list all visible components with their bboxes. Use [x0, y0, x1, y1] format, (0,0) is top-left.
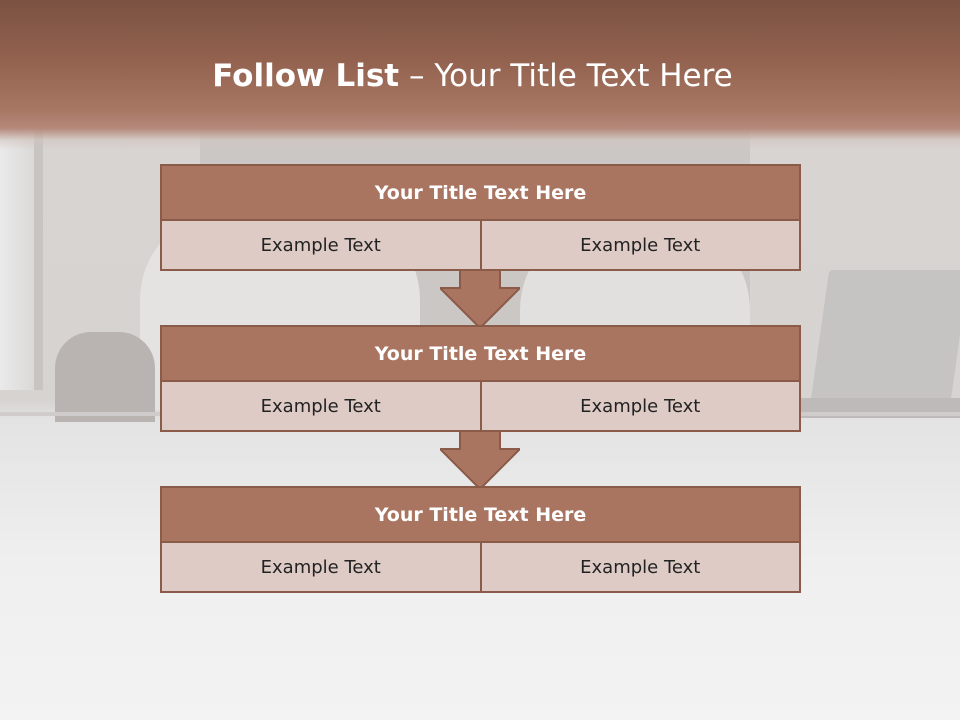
step-cell-right: Example Text — [481, 543, 801, 593]
step-title: Your Title Text Here — [160, 164, 801, 221]
laptop-icon — [810, 270, 960, 400]
step-cells: Example Text Example Text — [160, 543, 801, 593]
step-cell-left: Example Text — [160, 382, 482, 432]
slide-title: Follow List – Your Title Text Here — [0, 56, 945, 96]
flow-step-3: Your Title Text Here Example Text Exampl… — [160, 486, 801, 593]
step-cell-right: Example Text — [481, 221, 801, 271]
flow-step-2: Your Title Text Here Example Text Exampl… — [160, 325, 801, 432]
header-band — [0, 0, 960, 150]
slide-title-bold: Follow List — [212, 58, 400, 94]
down-arrow-icon — [440, 431, 520, 489]
step-cell-left: Example Text — [160, 543, 482, 593]
step-cell-right: Example Text — [481, 382, 801, 432]
chair — [55, 332, 155, 422]
step-cells: Example Text Example Text — [160, 221, 801, 271]
slide-title-rest: – Your Title Text Here — [399, 58, 733, 94]
flow-step-1: Your Title Text Here Example Text Exampl… — [160, 164, 801, 271]
step-cell-left: Example Text — [160, 221, 482, 271]
down-arrow-icon — [440, 270, 520, 328]
window-frame — [34, 128, 43, 390]
step-title: Your Title Text Here — [160, 486, 801, 543]
step-title: Your Title Text Here — [160, 325, 801, 382]
step-cells: Example Text Example Text — [160, 382, 801, 432]
